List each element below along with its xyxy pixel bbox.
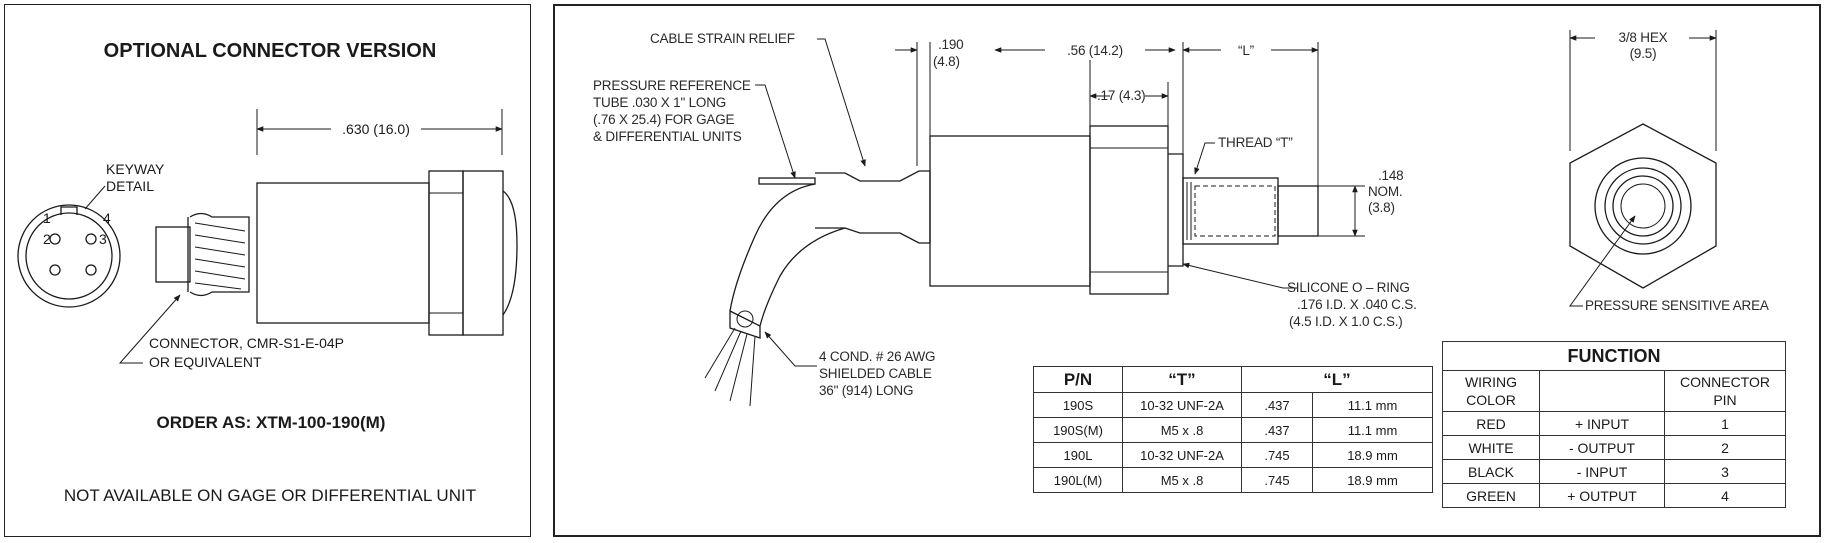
dim-L: “L” (1238, 43, 1254, 58)
keyway-label-2: DETAIL (106, 178, 154, 194)
table-row: WHITE - OUTPUT 2 (1442, 435, 1786, 460)
pn-cell: 190S(M) (1033, 417, 1123, 443)
function-title: FUNCTION (1442, 341, 1786, 371)
table-row: BLACK - INPUT 3 (1442, 459, 1786, 484)
cable-drawing (704, 170, 931, 407)
l-mm-cell: 18.9 mm (1312, 467, 1433, 493)
table-row: RED + INPUT 1 (1442, 411, 1786, 436)
function-cell: + OUTPUT (1539, 483, 1665, 508)
wire-color-cell: GREEN (1442, 483, 1540, 508)
wiring-header-line-2: COLOR (1466, 392, 1516, 408)
pn-cell: 190L(M) (1033, 467, 1123, 493)
availability-note: NOT AVAILABLE ON GAGE OR DIFFERENTIAL UN… (64, 486, 476, 505)
part-number-table: P/N “T” “L” 190S 10-32 UNF-2A .437 11.1 … (1033, 366, 1433, 493)
l-in-cell: .437 (1241, 392, 1313, 418)
wire-color-cell: RED (1442, 411, 1540, 436)
dim-148: .148 (1378, 168, 1403, 183)
connector-body-drawing (155, 170, 518, 336)
pin-cell: 4 (1664, 483, 1786, 508)
pin-label-1: 1 (43, 210, 51, 226)
pin-cell: 2 (1664, 435, 1786, 460)
pin-label-2: 2 (43, 231, 51, 247)
wire-color-cell: BLACK (1442, 459, 1540, 484)
l-in-cell: .745 (1241, 442, 1313, 468)
oring-line-2: .176 I.D. X .040 C.S. (1297, 297, 1417, 312)
l-in-cell: .437 (1241, 417, 1313, 443)
connector-label-2: OR EQUIVALENT (149, 354, 262, 370)
function-cell: + INPUT (1539, 411, 1665, 436)
table-row: 190L(M) M5 x .8 .745 18.9 mm (1033, 467, 1433, 493)
hex-mm: (9.5) (1630, 46, 1657, 61)
pn-cell: 190L (1033, 442, 1123, 468)
dim-148-mm: (3.8) (1368, 200, 1395, 215)
connector-label-1: CONNECTOR, CMR-S1-E-04P (149, 335, 344, 351)
cable-strain-relief-label: CABLE STRAIN RELIEF (650, 31, 795, 46)
function-table: FUNCTION WIRING COLOR CONNECTOR PIN RED … (1442, 341, 1786, 508)
l-mm-cell: 11.1 mm (1312, 417, 1433, 443)
t-header: “T” (1122, 366, 1242, 393)
t-cell: 10-32 UNF-2A (1122, 392, 1242, 418)
dim-630: .630 (16.0) (342, 121, 410, 137)
connector-pin-header: CONNECTOR PIN (1664, 370, 1786, 412)
wiring-color-header: WIRING COLOR (1442, 370, 1540, 412)
table-row: 190S 10-32 UNF-2A .437 11.1 mm (1033, 392, 1433, 418)
pressure-ref-line-3: (.76 X 25.4) FOR GAGE (593, 112, 735, 127)
hex-end-view-icon (1569, 123, 1717, 289)
t-cell: 10-32 UNF-2A (1122, 442, 1242, 468)
table-row: 190L 10-32 UNF-2A .745 18.9 mm (1033, 442, 1433, 468)
l-in-cell: .745 (1241, 467, 1313, 493)
pin-cell: 3 (1664, 459, 1786, 484)
pin-header-line-2: PIN (1713, 392, 1737, 408)
pin-label-4: 4 (103, 210, 111, 226)
function-header (1539, 370, 1665, 412)
panel-title: OPTIONAL CONNECTOR VERSION (104, 40, 437, 62)
cable-spec-line-1: 4 COND. # 26 AWG (819, 349, 935, 364)
thread-label: THREAD “T” (1218, 135, 1293, 150)
l-header: “L” (1241, 366, 1433, 393)
wire-color-cell: WHITE (1442, 435, 1540, 460)
l-mm-cell: 18.9 mm (1312, 442, 1433, 468)
dim-148-nom: NOM. (1368, 184, 1402, 199)
keyway-detail-icon (17, 204, 121, 308)
connector-drawing: OPTIONAL CONNECTOR VERSION .630 (16.0) 1… (17, 40, 518, 505)
dim-190: .190 (938, 37, 963, 52)
oring-line-1: SILICONE O – RING (1287, 280, 1410, 295)
table-row: 190S(M) M5 x .8 .437 11.1 mm (1033, 417, 1433, 443)
pn-cell: 190S (1033, 392, 1123, 418)
dim-190-mm: (4.8) (933, 54, 960, 69)
wiring-header-line-1: WIRING (1464, 374, 1518, 390)
function-cell: - INPUT (1539, 459, 1665, 484)
dim-56: .56 (14.2) (1067, 43, 1123, 58)
keyway-label-1: KEYWAY (106, 161, 165, 177)
sensor-dimension-panel: CABLE STRAIN RELIEF PRESSURE REFERENCE T… (553, 4, 1821, 537)
sensor-drawing: CABLE STRAIN RELIEF PRESSURE REFERENCE T… (593, 30, 1769, 407)
function-cell: - OUTPUT (1539, 435, 1665, 460)
order-as-label: ORDER AS: XTM-100-190(M) (157, 413, 386, 432)
pressure-ref-line-1: PRESSURE REFERENCE (593, 78, 751, 93)
pn-header: P/N (1033, 366, 1123, 393)
pin-header-line-1: CONNECTOR (1680, 374, 1770, 390)
oring-line-3: (4.5 I.D. X 1.0 C.S.) (1289, 314, 1403, 329)
pressure-ref-line-2: TUBE .030 X 1" LONG (593, 95, 726, 110)
sensor-body-drawing (929, 125, 1319, 295)
pin-label-3: 3 (99, 231, 107, 247)
table-row: GREEN + OUTPUT 4 (1442, 483, 1786, 508)
pressure-sensitive-label: PRESSURE SENSITIVE AREA (1585, 298, 1769, 313)
dim-17: .17 (4.3) (1097, 88, 1145, 103)
l-mm-cell: 11.1 mm (1312, 392, 1433, 418)
t-cell: M5 x .8 (1122, 417, 1242, 443)
cable-spec-line-3: 36" (914) LONG (819, 383, 913, 398)
t-cell: M5 x .8 (1122, 467, 1242, 493)
cable-spec-line-2: SHIELDED CABLE (819, 366, 932, 381)
hex-label: 3/8 HEX (1619, 30, 1668, 45)
pressure-ref-line-4: & DIFFERENTIAL UNITS (593, 129, 742, 144)
optional-connector-panel: OPTIONAL CONNECTOR VERSION .630 (16.0) 1… (4, 4, 531, 537)
pin-cell: 1 (1664, 411, 1786, 436)
